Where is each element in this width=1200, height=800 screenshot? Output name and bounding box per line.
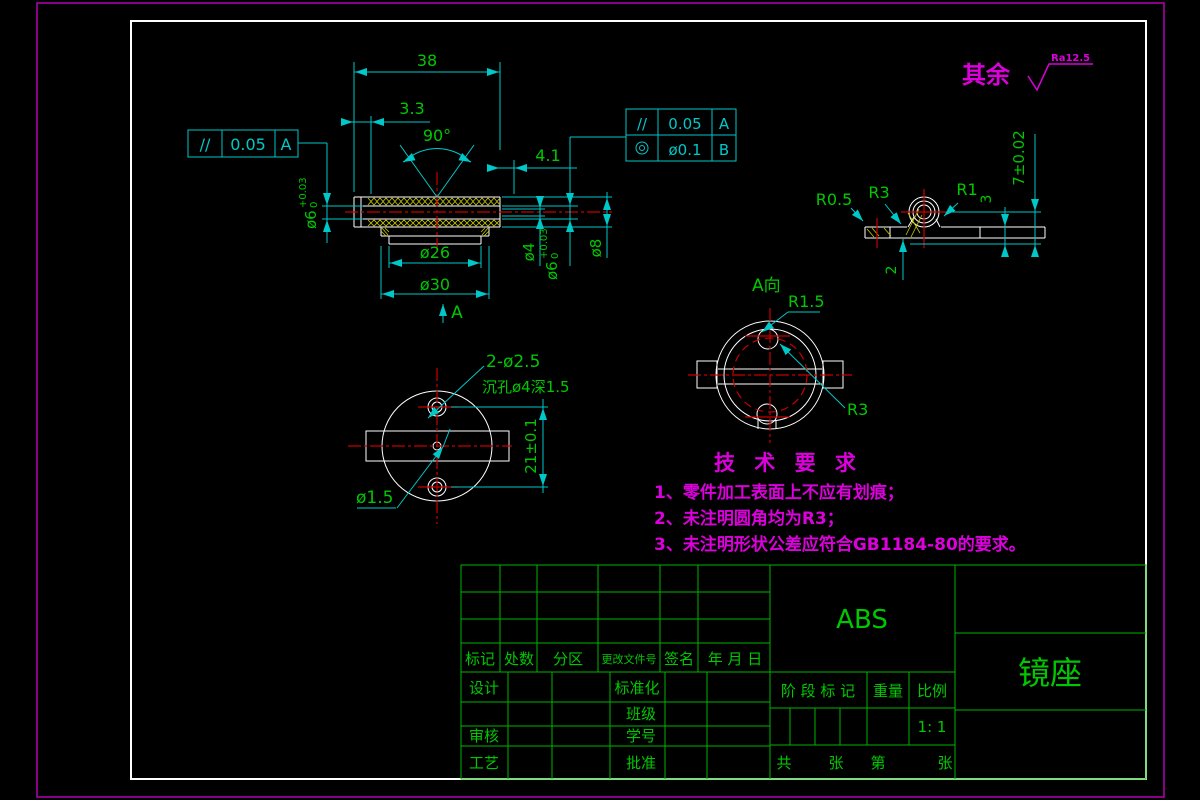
- dim-counterbore: 沉孔ø4深1.5: [482, 378, 570, 396]
- dim-r0-5: R0.5: [816, 190, 853, 209]
- fcf-symbol: //: [200, 135, 211, 154]
- dim-7: 7±0.02: [1010, 130, 1028, 186]
- dim-3: 3: [979, 195, 995, 204]
- tb-standard: 标准化: [614, 679, 659, 697]
- tb-sheet-sheets2: 张: [937, 754, 952, 772]
- section-arrow-label: A: [451, 303, 463, 323]
- tb-student-no: 学号: [626, 727, 656, 745]
- th-zone: 分区: [553, 650, 583, 668]
- tb-weight: 重量: [873, 682, 903, 700]
- svg-text:0: 0: [309, 202, 320, 208]
- svg-text:0: 0: [550, 253, 561, 259]
- surface-finish-check-icon: [1027, 63, 1093, 92]
- detail-hatch: [866, 208, 923, 238]
- concentricity-icon: [635, 141, 649, 155]
- dim-dia26: ø26: [420, 243, 450, 262]
- tb-approve: 批准: [626, 754, 656, 772]
- tb-sheet-no: 第: [870, 754, 885, 772]
- section-view: 38 3.3 90° 4.1 ø26 ø30 A ø6 +0.03 0 ø4 ø…: [298, 51, 626, 323]
- tb-scale-label: 比例: [917, 682, 947, 700]
- dim-4-1: 4.1: [535, 146, 560, 165]
- tb-process: 工艺: [469, 754, 499, 772]
- a-view-label: A向: [752, 276, 781, 296]
- tech-req-item-3: 3、未注明形状公差应符合GB1184-80的要求。: [654, 534, 1026, 555]
- fcf-symbol-parallel: //: [637, 115, 648, 133]
- svg-text:+0.03: +0.03: [539, 228, 550, 259]
- svg-text:ø6: ø6: [302, 210, 320, 229]
- tb-part-name: 镜座: [1018, 654, 1082, 692]
- dim-dia30: ø30: [420, 275, 450, 294]
- title-block-grid: [460, 564, 1147, 780]
- detail-dimension-lines: [850, 134, 1041, 280]
- section-dimension-lines: [298, 62, 626, 323]
- fcf-datum-1: A: [719, 115, 730, 133]
- surface-finish-note: 其余 Ra12.5: [962, 53, 1093, 92]
- svg-text:+0.03: +0.03: [298, 177, 309, 208]
- dim-dia6-right: ø6 +0.03 0: [539, 228, 561, 280]
- th-signature: 签名: [664, 650, 694, 668]
- parallelism-concentricity-fcf: // 0.05 A ø0.1 B: [625, 108, 737, 162]
- th-mark: 标记: [465, 650, 495, 668]
- fcf-tolerance: 0.05: [230, 135, 266, 154]
- plan-view: 2-ø2.5 沉孔ø4深1.5 ø1.5 21±0.1: [348, 352, 570, 524]
- fcf-datum-2: B: [719, 141, 729, 159]
- tb-scale-value: 1: 1: [918, 718, 947, 736]
- dim-dia8: ø8: [587, 239, 605, 258]
- dim-2: 2: [884, 266, 900, 275]
- tech-req-item-1: 1、零件加工表面上不应有划痕；: [654, 482, 904, 503]
- tb-stage: 阶 段 标 记: [781, 682, 855, 700]
- parallelism-fcf: // 0.05 A: [187, 129, 299, 158]
- fcf-tolerance-2: ø0.1: [668, 141, 701, 159]
- dim-r3-detail: R3: [868, 183, 889, 202]
- dim-3-3: 3.3: [399, 99, 424, 118]
- a-view-centerlines: [688, 308, 852, 443]
- tb-sheet-sheets: 张: [828, 754, 843, 772]
- tb-check: 审核: [469, 727, 499, 745]
- dim-angle-90: 90°: [423, 126, 451, 145]
- section-hatch: [367, 197, 501, 237]
- a-direction-view: A向 R1.5 R3: [688, 276, 868, 443]
- dim-r1-5: R1.5: [788, 292, 825, 311]
- th-count: 处数: [504, 650, 534, 668]
- dim-21: 21±0.1: [522, 418, 540, 474]
- dim-dia1-5: ø1.5: [356, 488, 393, 508]
- detail-outline: [864, 196, 1046, 239]
- tech-req-item-2: 2、未注明圆角均为R3；: [654, 508, 844, 529]
- dim-dia6-left: ø6 +0.03 0: [298, 177, 320, 229]
- section-centerlines: [345, 172, 612, 252]
- dim-38: 38: [417, 51, 437, 70]
- dim-holes: 2-ø2.5: [486, 352, 540, 372]
- fcf-tolerance-1: 0.05: [668, 115, 701, 133]
- detail-centerlines: [876, 189, 948, 248]
- tb-design: 设计: [469, 679, 499, 697]
- surface-note-prefix: 其余: [962, 61, 1011, 89]
- dim-r3-aview: R3: [847, 400, 868, 419]
- tb-sheet-total: 共: [776, 754, 791, 772]
- detail-view: R0.5 R3 R1 3 2 7±0.02: [816, 130, 1046, 280]
- tech-req-title: 技 术 要 求: [714, 451, 862, 475]
- title-block: 标记 处数 分区 更改文件号 签名 年 月 日 设计 标准化 班级 审核 学号 …: [460, 564, 1147, 780]
- outer-border: [36, 2, 1165, 798]
- surface-roughness-value: Ra12.5: [1051, 53, 1090, 64]
- dim-r1: R1: [956, 180, 977, 199]
- svg-text:ø6: ø6: [543, 261, 561, 280]
- technical-requirements: 技 术 要 求 1、零件加工表面上不应有划痕； 2、未注明圆角均为R3； 3、未…: [654, 451, 1026, 555]
- tb-class: 班级: [626, 705, 656, 723]
- plan-dimension-lines: [357, 365, 548, 509]
- th-date: 年 月 日: [708, 650, 763, 668]
- th-doc-no: 更改文件号: [602, 652, 657, 666]
- fcf-datum: A: [281, 135, 292, 154]
- a-view-leaders: [761, 311, 846, 409]
- dim-dia4: ø4: [520, 243, 538, 262]
- tb-material: ABS: [836, 605, 888, 635]
